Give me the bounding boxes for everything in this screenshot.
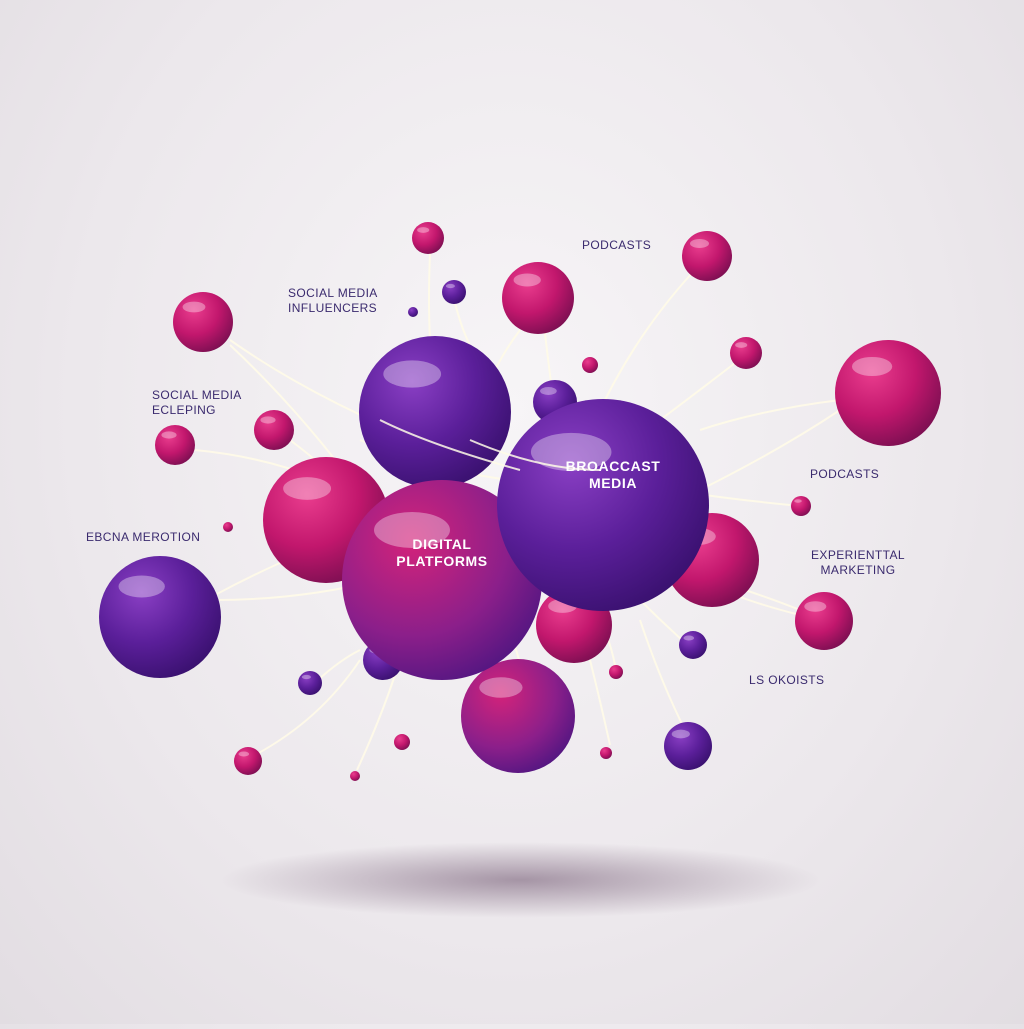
connector-line-11: [604, 271, 694, 401]
hub-label-digital-platforms: DIGITAL PLATFORMS: [396, 536, 488, 569]
label-podcasts-top: PODCASTS: [582, 238, 652, 252]
label-ls-okoists: LS OKOISTS: [749, 673, 825, 687]
node-lower-right: [664, 722, 712, 770]
connector-line-13: [699, 399, 841, 431]
node-top-right: [682, 231, 732, 281]
node-dot-3: [223, 522, 233, 532]
node-upper-center: [359, 336, 511, 488]
hub-broadcast-media: [497, 399, 709, 611]
connector-line-24: [317, 649, 361, 681]
node-dot-2: [582, 357, 598, 373]
node-dot-5: [394, 734, 410, 750]
node-small-3: [254, 410, 294, 450]
node-small-5: [730, 337, 762, 369]
node-dot-4: [609, 665, 623, 679]
label-social-media-ecleping: SOCIAL MEDIA ECLEPING: [152, 388, 242, 417]
node-dot-1: [408, 307, 418, 317]
hub-connector-1: [469, 439, 601, 471]
connector-line-19: [639, 599, 683, 641]
hub-label-broadcast-media: BROACCAST MEDIA: [565, 458, 661, 491]
hub-connector-2: [379, 419, 521, 471]
node-small-8: [679, 631, 707, 659]
node-bottom-center: [461, 659, 575, 773]
hub-digital-platforms: [342, 480, 542, 680]
node-right-lower: [795, 592, 853, 650]
node-right-large: [835, 340, 941, 446]
connector-line-23: [589, 659, 611, 746]
connector-line-22: [356, 674, 396, 771]
node-small-10: [234, 747, 262, 775]
node-dot-6: [600, 747, 612, 759]
connector-line-18: [639, 619, 686, 731]
connector-line-21: [254, 659, 361, 756]
connector-line-15: [704, 494, 791, 506]
label-experiential-marketing: EXPERIENTTAL MARKETING: [811, 548, 905, 577]
connector-line-8: [454, 302, 471, 346]
node-small-7: [791, 496, 811, 516]
label-ebcna-merotion: EBCNA MEROTION: [86, 530, 201, 544]
label-podcasts-right: PODCASTS: [810, 467, 880, 481]
connector-line-12: [659, 362, 736, 421]
label-social-media-influencers: SOCIAL MEDIA INFLUENCERS: [288, 286, 378, 315]
node-small-1: [412, 222, 444, 254]
floor-shadow: [220, 842, 820, 918]
connector-line-14: [699, 409, 841, 491]
node-small-9: [298, 671, 322, 695]
node-dot-7: [350, 771, 360, 781]
connector-line-9: [494, 329, 521, 371]
connector-line-7: [428, 253, 431, 341]
node-top-left: [173, 292, 233, 352]
node-small-4: [155, 425, 195, 465]
node-small-2: [442, 280, 466, 304]
node-left-large: [99, 556, 221, 678]
node-top-center: [502, 262, 574, 334]
